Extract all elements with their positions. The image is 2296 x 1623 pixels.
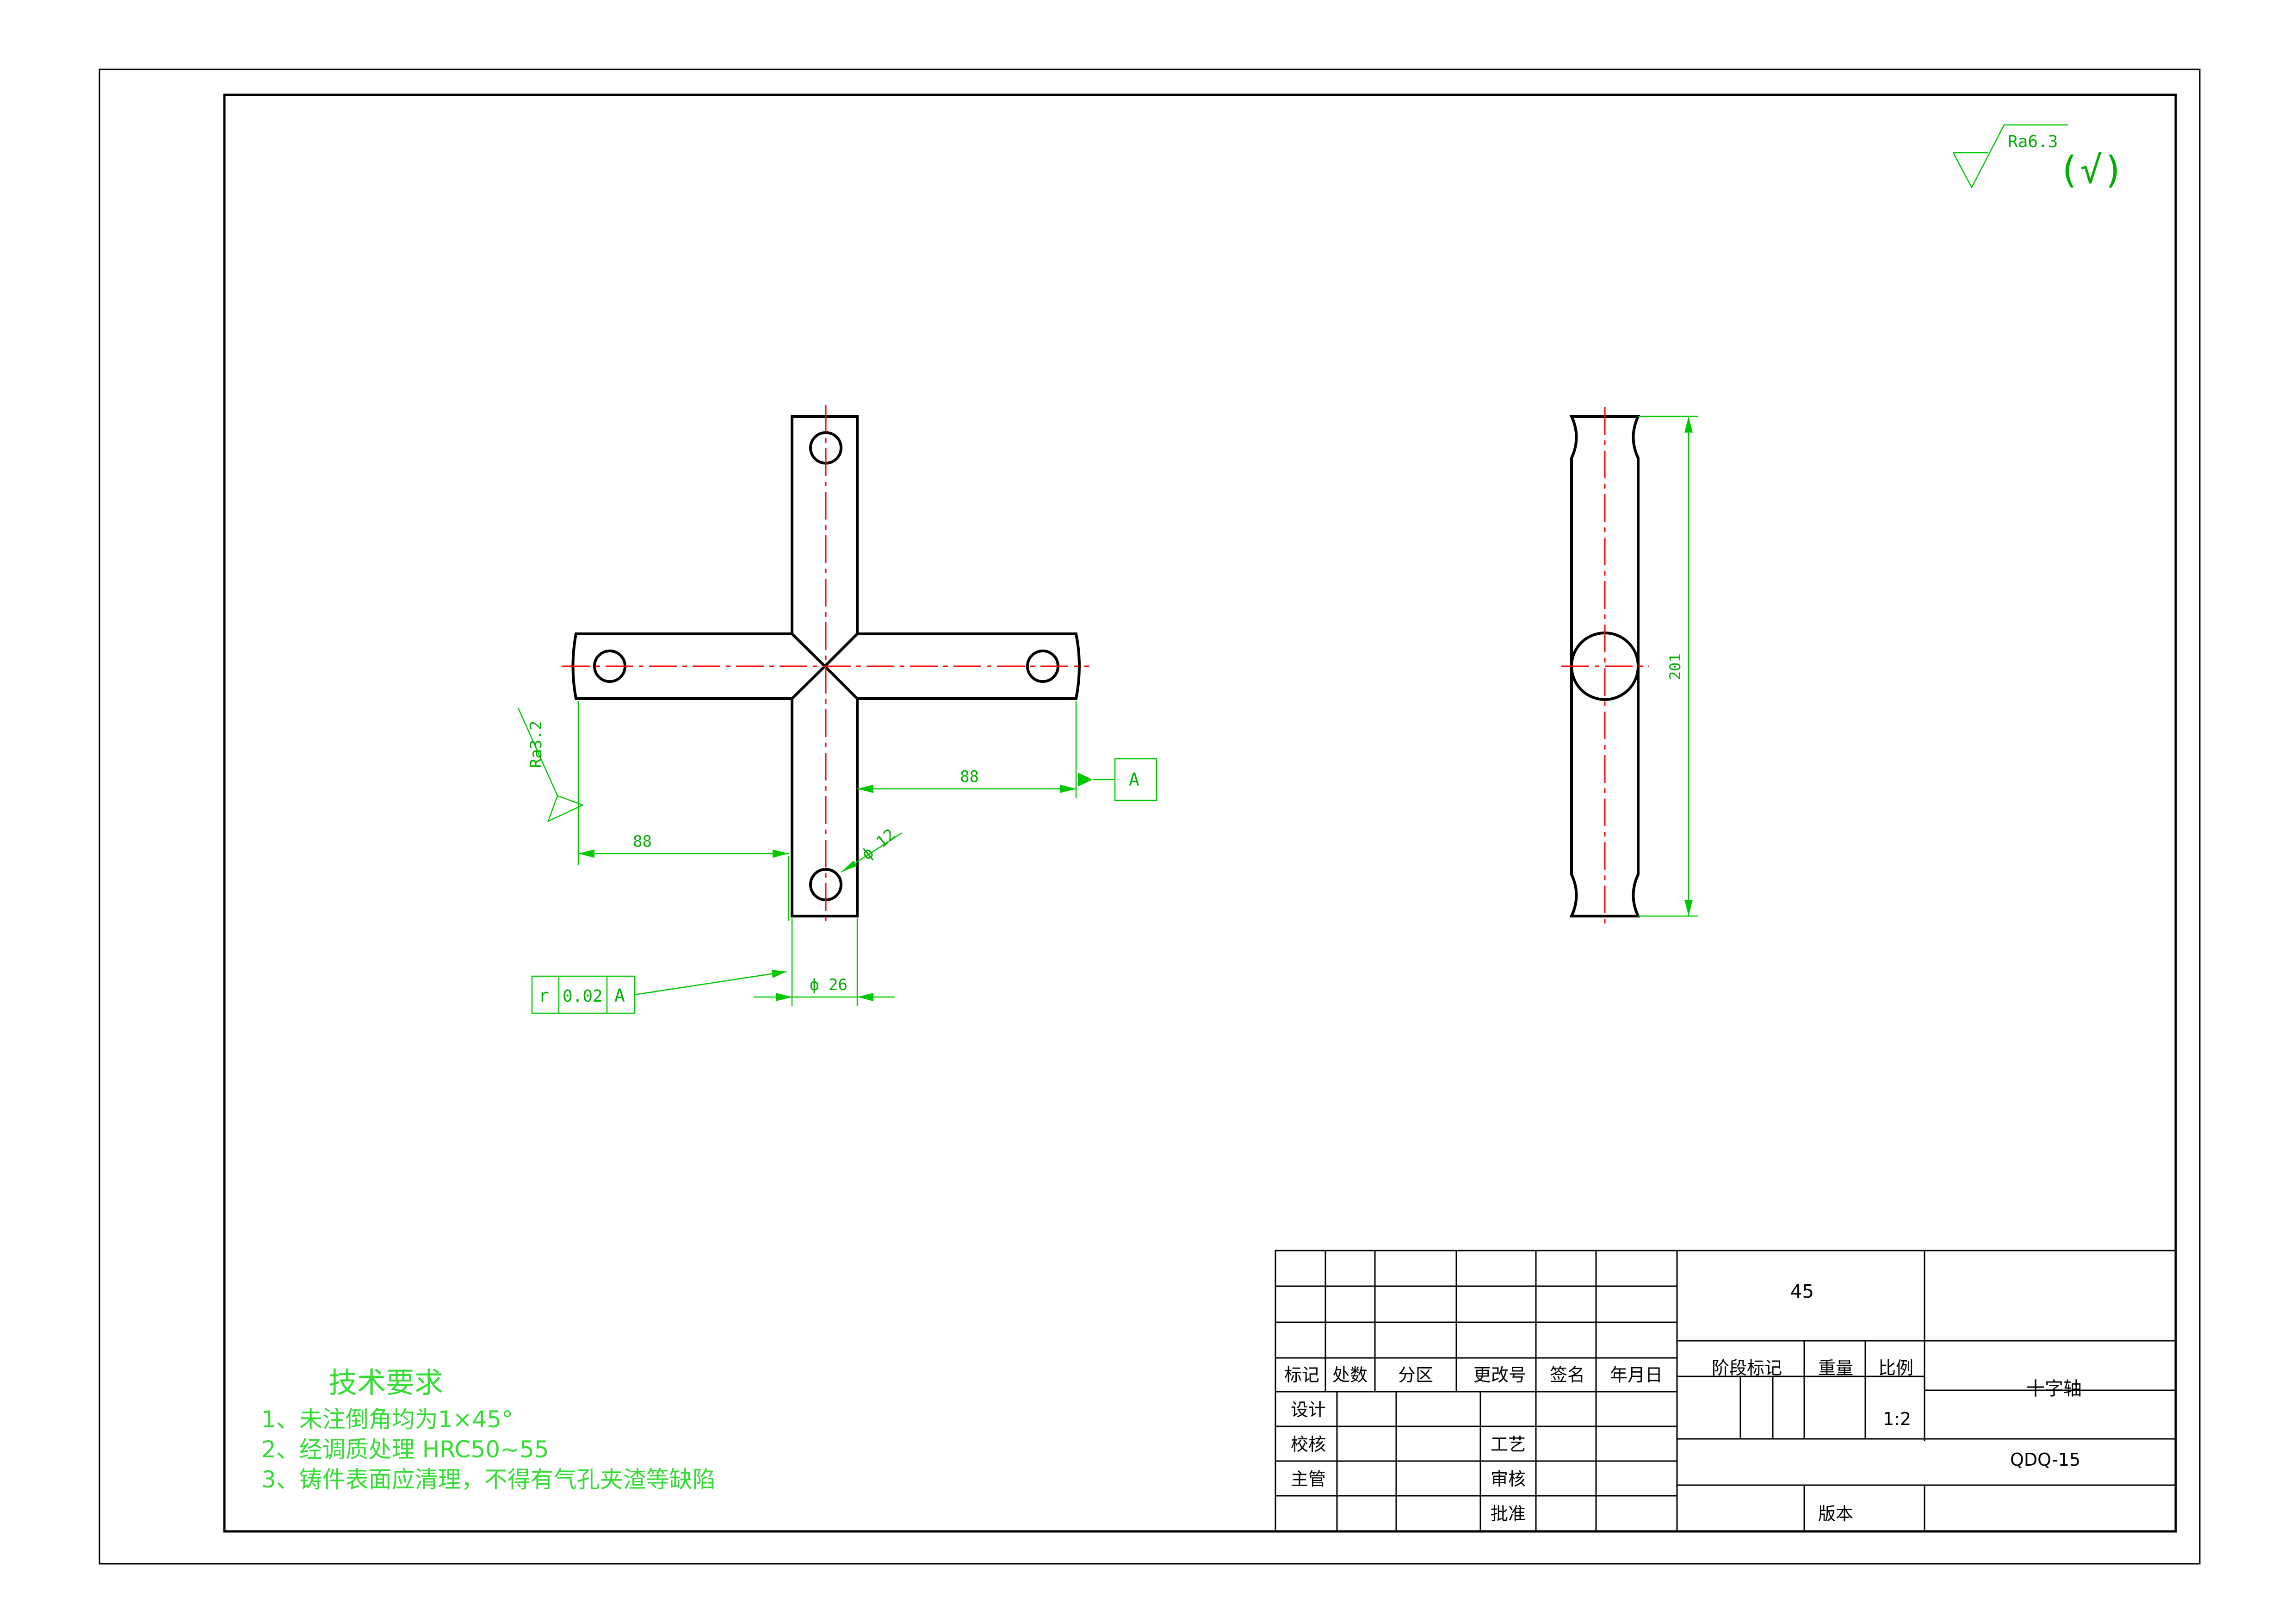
datum-label: A — [1129, 769, 1139, 790]
tech-req-item-1: 1、未注倒角均为1×45° — [261, 1406, 513, 1433]
tb-scale: 1:2 — [1883, 1409, 1911, 1429]
inner-frame — [223, 93, 2177, 1533]
datum-triangle — [1078, 773, 1093, 787]
tb-zone: 分区 — [1398, 1365, 1433, 1385]
tech-req-title: 技术要求 — [328, 1366, 443, 1400]
tolerance-symbol: r — [538, 985, 549, 1006]
tb-count: 处数 — [1332, 1365, 1368, 1385]
arm-diameter-dim: ф 26 — [810, 976, 848, 994]
tb-date: 年月日 — [1610, 1365, 1663, 1385]
surface-note-left: Ra3.2 — [527, 721, 545, 768]
tb-design: 设计 — [1291, 1400, 1326, 1420]
shaft-length-dim: 201 — [1666, 653, 1684, 680]
technical-requirements: 技术要求 1、未注倒角均为1×45° 2、经调质处理 HRC50~55 3、铸件… — [261, 1366, 716, 1493]
tech-req-item-2: 2、经调质处理 HRC50~55 — [261, 1436, 549, 1463]
surface-roughness-bracket: (√) — [2058, 149, 2125, 192]
tb-drawing-no: QDQ-15 — [2010, 1450, 2080, 1470]
dim-left-88: 88 — [633, 832, 652, 851]
tb-approve: 批准 — [1491, 1504, 1526, 1524]
tb-mark: 标记 — [1284, 1365, 1319, 1385]
surface-roughness-label: Ra6.3 — [2008, 132, 2058, 151]
surface-roughness-symbol: Ra6.3 (√) — [1952, 124, 2125, 192]
tb-check: 校核 — [1291, 1434, 1326, 1455]
tolerance-value: 0.02 — [563, 987, 603, 1006]
title-block: 标记 处数 分区 更改号 签名 年月日 设计 校核 主管 工艺 审核 批准 45… — [1275, 1250, 2177, 1532]
tb-material: 45 — [1790, 1281, 1814, 1302]
outer-frame — [99, 68, 2201, 1565]
front-view — [562, 405, 1089, 925]
tb-weight: 重量 — [1818, 1358, 1853, 1378]
tb-part-name: 十字轴 — [2026, 1378, 2082, 1400]
dim-right-88: 88 — [960, 768, 979, 786]
tolerance-datum: A — [614, 985, 625, 1006]
tb-supervisor: 主管 — [1291, 1469, 1326, 1489]
hole-dimension: ф 12 — [858, 825, 899, 864]
tb-scale-label: 比例 — [1878, 1358, 1913, 1378]
datum-box — [1114, 758, 1157, 801]
tb-version: 版本 — [1818, 1504, 1853, 1524]
tb-process: 工艺 — [1491, 1434, 1526, 1455]
tb-stage-mark: 阶段标记 — [1712, 1358, 1782, 1378]
tb-review: 审核 — [1491, 1469, 1526, 1489]
tb-signature: 签名 — [1550, 1365, 1585, 1385]
tech-req-item-3: 3、铸件表面应清理，不得有气孔夹渣等缺陷 — [261, 1466, 716, 1493]
tb-change-no: 更改号 — [1473, 1365, 1526, 1385]
side-view: 201 — [1561, 407, 1698, 925]
front-view-dimensions: Ra3.2 88 88 A ф 12 ф 26 r — [517, 701, 1157, 1014]
